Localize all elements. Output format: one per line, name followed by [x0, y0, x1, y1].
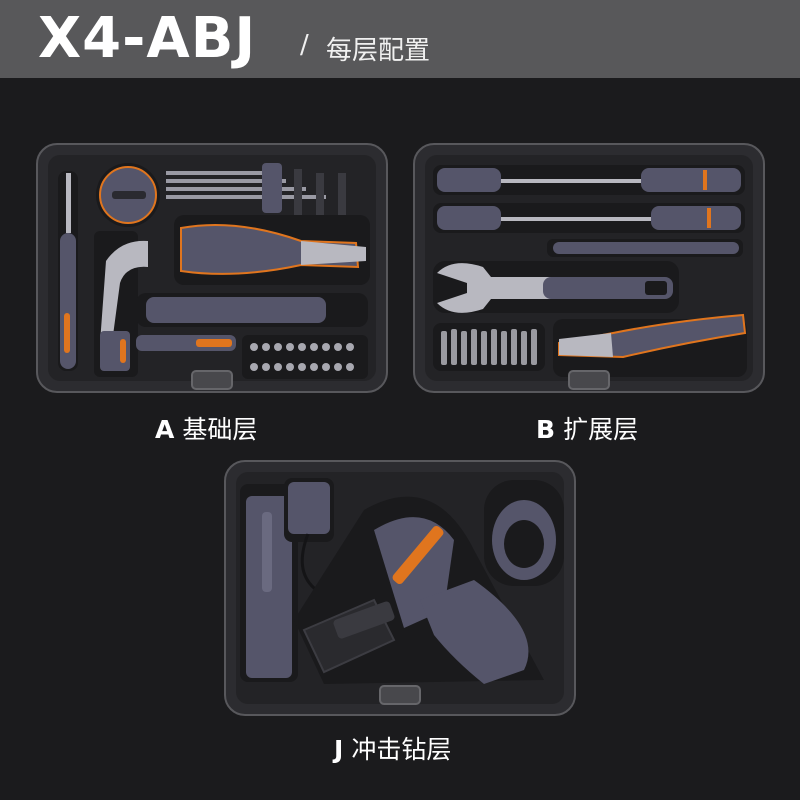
layer-j-code: J	[334, 735, 344, 764]
layer-j-case-photo	[224, 460, 576, 716]
layer-j-name: 冲击钻层	[351, 735, 452, 764]
layer-b-code: B	[536, 415, 556, 444]
layer-b-case-photo	[413, 143, 765, 393]
header-bar: X4-ABJ / 每层配置	[0, 0, 800, 78]
page-subtitle: 每层配置	[326, 36, 431, 66]
layer-b-name: 扩展层	[563, 415, 639, 444]
model-title: X4-ABJ	[38, 6, 257, 71]
layer-a-name: 基础层	[182, 415, 258, 444]
layer-a-code: A	[155, 415, 175, 444]
layer-a-case-photo	[36, 143, 388, 393]
title-separator: /	[300, 30, 309, 60]
